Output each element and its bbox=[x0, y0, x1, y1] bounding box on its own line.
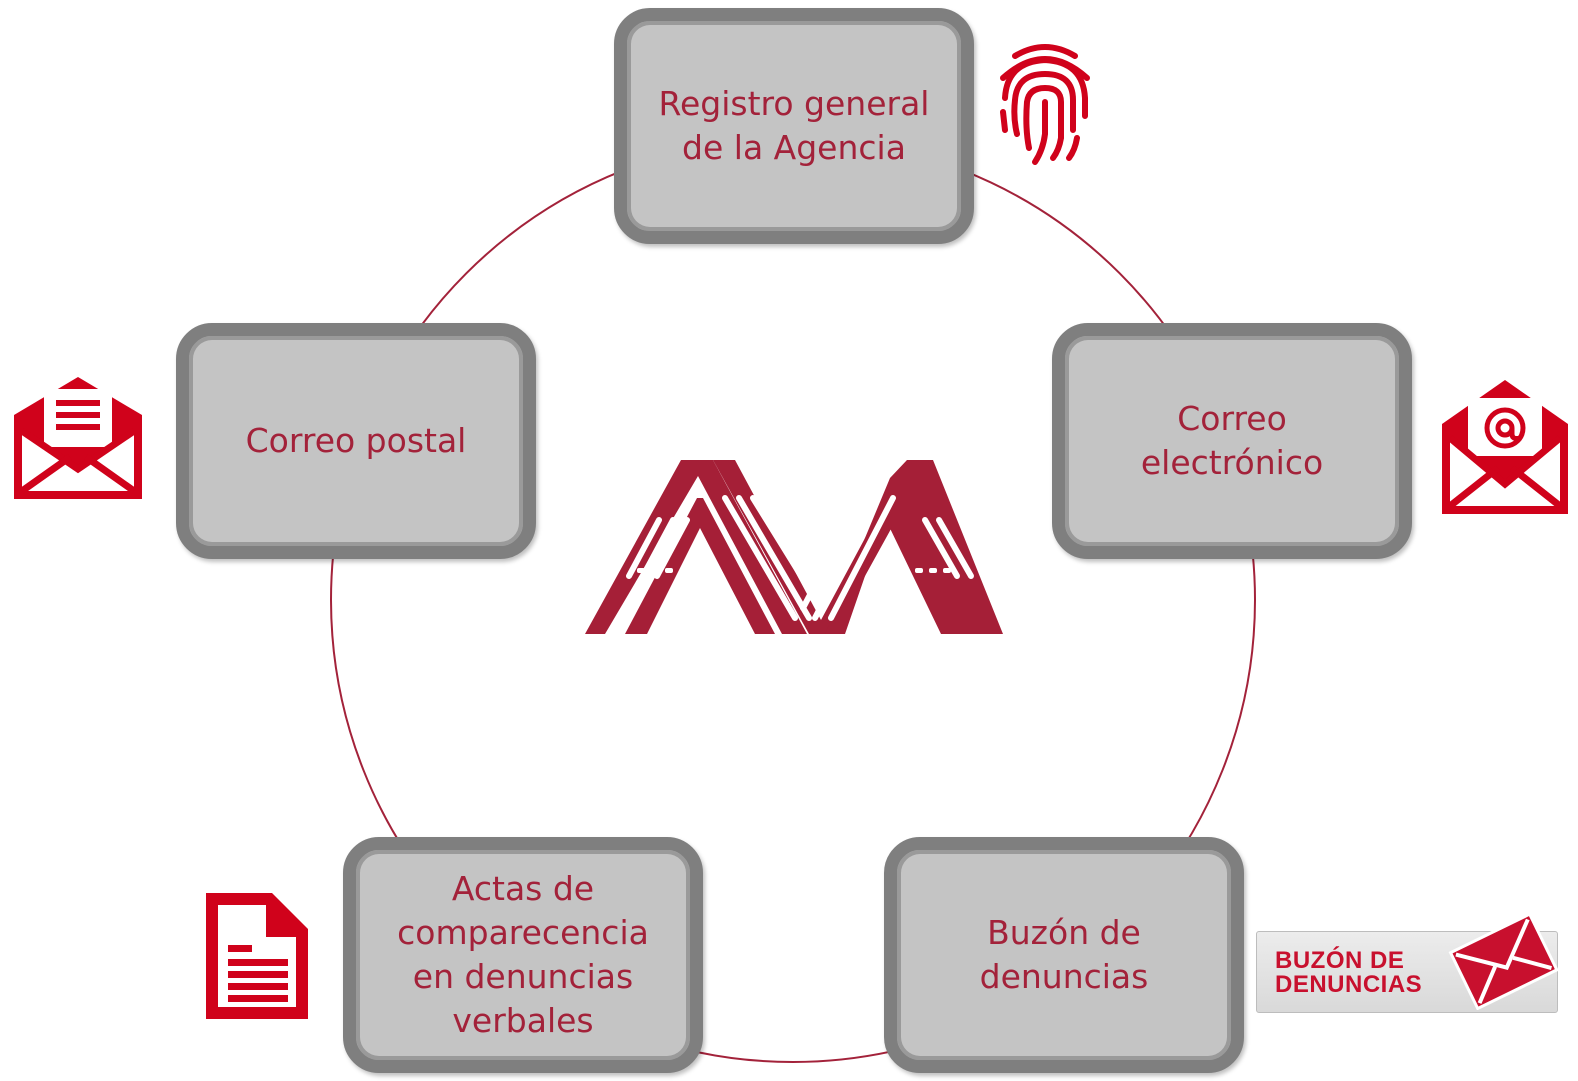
node-label: Registro general de la Agencia bbox=[658, 84, 930, 167]
node-label: Correo electrónico bbox=[1140, 399, 1324, 482]
buzon-envelope-icon bbox=[1448, 916, 1559, 1010]
agency-logo bbox=[585, 460, 1003, 634]
node-correo-postal: Correo postal bbox=[176, 323, 536, 559]
node-registro-general: Registro general de la Agencia bbox=[614, 8, 974, 244]
badge-text: BUZÓN DE DENUNCIAS bbox=[1275, 947, 1423, 998]
node-label: Buzón de denuncias bbox=[979, 913, 1149, 996]
node-correo-electronico: Correo electrónico bbox=[1052, 323, 1412, 559]
node-label: Actas de comparecencia en denuncias verb… bbox=[397, 869, 649, 1040]
buzon-denuncias-badge: BUZÓN DE DENUNCIAS bbox=[1256, 916, 1559, 1013]
node-label: Correo postal bbox=[245, 421, 467, 460]
fingerprint-icon bbox=[1000, 44, 1090, 165]
letter-envelope-icon bbox=[14, 377, 142, 499]
node-actas-comparecencia: Actas de comparecencia en denuncias verb… bbox=[343, 837, 703, 1073]
email-at-icon bbox=[1442, 380, 1568, 514]
document-icon bbox=[206, 893, 308, 1019]
node-buzon-denuncias: Buzón de denuncias bbox=[884, 837, 1244, 1073]
